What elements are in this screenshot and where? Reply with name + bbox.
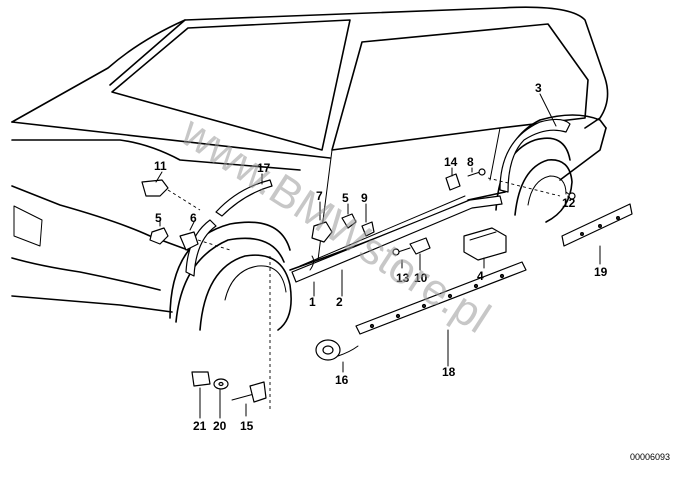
screw-13-part — [392, 247, 411, 256]
callout-1: 1 — [309, 295, 316, 309]
callout-17: 17 — [257, 161, 271, 175]
drawing-code: 00006093 — [630, 452, 670, 462]
callout-labels: 1 2 3 4 5 5 6 7 8 9 10 11 12 13 14 15 16… — [154, 81, 608, 433]
callout-11: 11 — [154, 159, 167, 173]
callout-21: 21 — [193, 419, 207, 433]
callout-5-front: 5 — [155, 211, 162, 225]
callout-leaders — [155, 93, 601, 419]
callout-9: 9 — [361, 191, 368, 205]
front-arch-trim-part — [185, 179, 273, 277]
callout-2: 2 — [336, 295, 343, 309]
callout-12: 12 — [562, 196, 576, 210]
strip-18-part — [355, 261, 527, 335]
callout-14: 14 — [444, 155, 458, 169]
callout-18: 18 — [442, 365, 456, 379]
callout-13: 13 — [396, 271, 410, 285]
screw-8-part — [467, 168, 486, 177]
callout-20: 20 — [213, 419, 227, 433]
callout-5-sill: 5 — [342, 191, 349, 205]
callout-19: 19 — [594, 265, 608, 279]
washer-20-part — [213, 378, 229, 390]
clip-5b-part — [341, 213, 357, 229]
clip-6-part — [179, 231, 199, 251]
nut-21-part — [191, 371, 211, 387]
callout-4: 4 — [477, 269, 484, 283]
clip-5a-part — [149, 227, 169, 245]
bracket-4-part — [463, 227, 507, 261]
callout-15: 15 — [240, 419, 254, 433]
side-sill-moulding-part — [291, 195, 503, 283]
callout-7: 7 — [316, 189, 323, 203]
rear-arch-trim-part — [499, 118, 571, 193]
clip-10-part — [409, 237, 431, 255]
clip-7-part — [311, 221, 333, 243]
clip-9-part — [361, 221, 375, 237]
callout-6: 6 — [190, 211, 197, 225]
strip-19-part — [561, 203, 633, 247]
callout-16: 16 — [335, 373, 349, 387]
bolt-15-part — [231, 381, 267, 403]
clip-14-part — [445, 173, 461, 191]
callout-3: 3 — [535, 81, 542, 95]
clip-11-part — [141, 179, 169, 197]
screw-12-part — [565, 191, 576, 200]
front-wheel — [169, 221, 292, 331]
callout-10: 10 — [414, 271, 428, 285]
assembly-lines — [167, 177, 561, 410]
callout-8: 8 — [467, 155, 474, 169]
tape-roll-16-part — [315, 339, 359, 361]
